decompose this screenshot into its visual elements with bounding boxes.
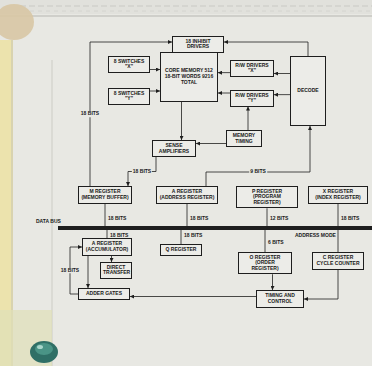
bus-label: DATA BUS [36,219,61,225]
bit-count: 18 BITS [108,216,126,222]
connector [274,94,290,95]
connector [150,69,160,70]
connector [248,107,249,131]
bit-count: 18 BITS [60,268,80,274]
register-box: A REGISTER(ADDRESS REGISTER) [156,186,218,204]
amplifier-box: SENSE AMPLIFIERS [152,140,196,157]
connector [272,274,273,290]
node-title: DIRECT TRANSFER [103,265,129,277]
bus-tap [265,230,266,252]
control-box: TIMING AND CONTROL [256,290,304,308]
bus-tap [187,204,188,226]
transfer-box: DIRECT TRANSFER [100,262,132,279]
adder-box: ADDER GATES [78,288,130,300]
node-title: MEMORY TIMING [229,133,259,145]
bus-label: ADDRESS MODE [295,233,336,239]
node-title: Q REGISTER [163,247,199,253]
node-title: DECODE [293,88,323,94]
memory-box: CORE MEMORY 512 18-BIT WORDS 9216 TOTAL [160,52,218,102]
driver-box: R/W DRIVERS "X" [230,60,274,77]
switch-box: 8 SWITCHES "Y" [108,88,150,105]
bit-count: 18 BITS [132,169,152,175]
node-title: SENSE AMPLIFIERS [155,143,193,155]
node-subtitle: (ACCUMULATOR) [85,247,129,253]
node-subtitle: (ORDER REGISTER) [241,260,289,272]
connector [88,256,89,288]
connector [274,73,290,74]
faint-print [30,11,372,12]
connector [150,91,160,92]
switch-box: 8 SWITCHES "X" [108,56,150,73]
driver-box: R/W DRIVERS "Y" [230,90,274,107]
node-title: 18 INHIBIT DRIVERS [175,39,221,51]
register-box: P REGISTER(PROGRAM REGISTER) [236,186,298,208]
connector [128,157,156,186]
node-subtitle: (MEMORY BUFFER) [81,195,129,201]
bus-tap [338,204,339,226]
sheet-edge [0,16,372,17]
register-box: X REGISTER(INDEX REGISTER) [308,186,368,204]
bus-tap [107,230,108,238]
node-title: ADDER GATES [81,291,127,297]
driver-box: 18 INHIBIT DRIVERS [172,36,224,53]
node-title: R/W DRIVERS "X" [233,63,271,75]
register-box: C REGISTERCYCLE COUNTER [312,252,364,270]
bus-tap [105,204,106,226]
node-subtitle: CYCLE COUNTER [315,261,361,267]
connector [130,296,256,297]
connector [196,143,226,144]
connector [218,72,230,73]
node-title: TIMING AND CONTROL [259,293,301,305]
bit-count: 18 BITS [110,233,128,239]
bit-count: 18 BITS [80,111,100,117]
register-box: Q REGISTER [160,244,202,256]
bus-tap [267,208,268,226]
register-box: A REGISTER(ACCUMULATOR) [82,238,132,256]
connector [181,102,182,140]
push-pin [30,341,58,363]
timing-box: MEMORY TIMING [226,130,262,147]
bit-count: 12 BITS [270,216,288,222]
node-subtitle: (PROGRAM REGISTER) [239,194,295,206]
push-pin-top [35,343,53,355]
node-subtitle: (ADDRESS REGISTER) [159,195,215,201]
data-bus [58,226,372,230]
bus-tap [181,230,182,244]
register-box: M REGISTER(MEMORY BUFFER) [78,186,132,204]
node-subtitle: (INDEX REGISTER) [311,195,365,201]
faint-print [20,6,372,7]
connector [218,93,230,94]
bit-count: 18 BITS [184,233,202,239]
push-pin-highlight [37,345,43,349]
bit-count: 6 BITS [268,240,284,246]
connector [206,126,310,186]
bus-tap [338,230,339,252]
node-title: 8 SWITCHES "Y" [111,91,147,103]
node-title: R/W DRIVERS "Y" [233,93,271,105]
stain [0,4,34,40]
connector [224,42,308,56]
bit-count: 18 BITS [190,216,208,222]
node-title: CORE MEMORY 512 18-BIT WORDS 9216 TOTAL [163,68,215,85]
decoder-box: DECODE [290,56,326,126]
connector [304,270,338,299]
register-box: O REGISTER(ORDER REGISTER) [238,252,292,274]
paper-strip [0,0,372,14]
bit-count: 9 BITS [249,169,267,175]
node-title: 8 SWITCHES "X" [111,59,147,71]
bit-count: 18 BITS [341,216,359,222]
